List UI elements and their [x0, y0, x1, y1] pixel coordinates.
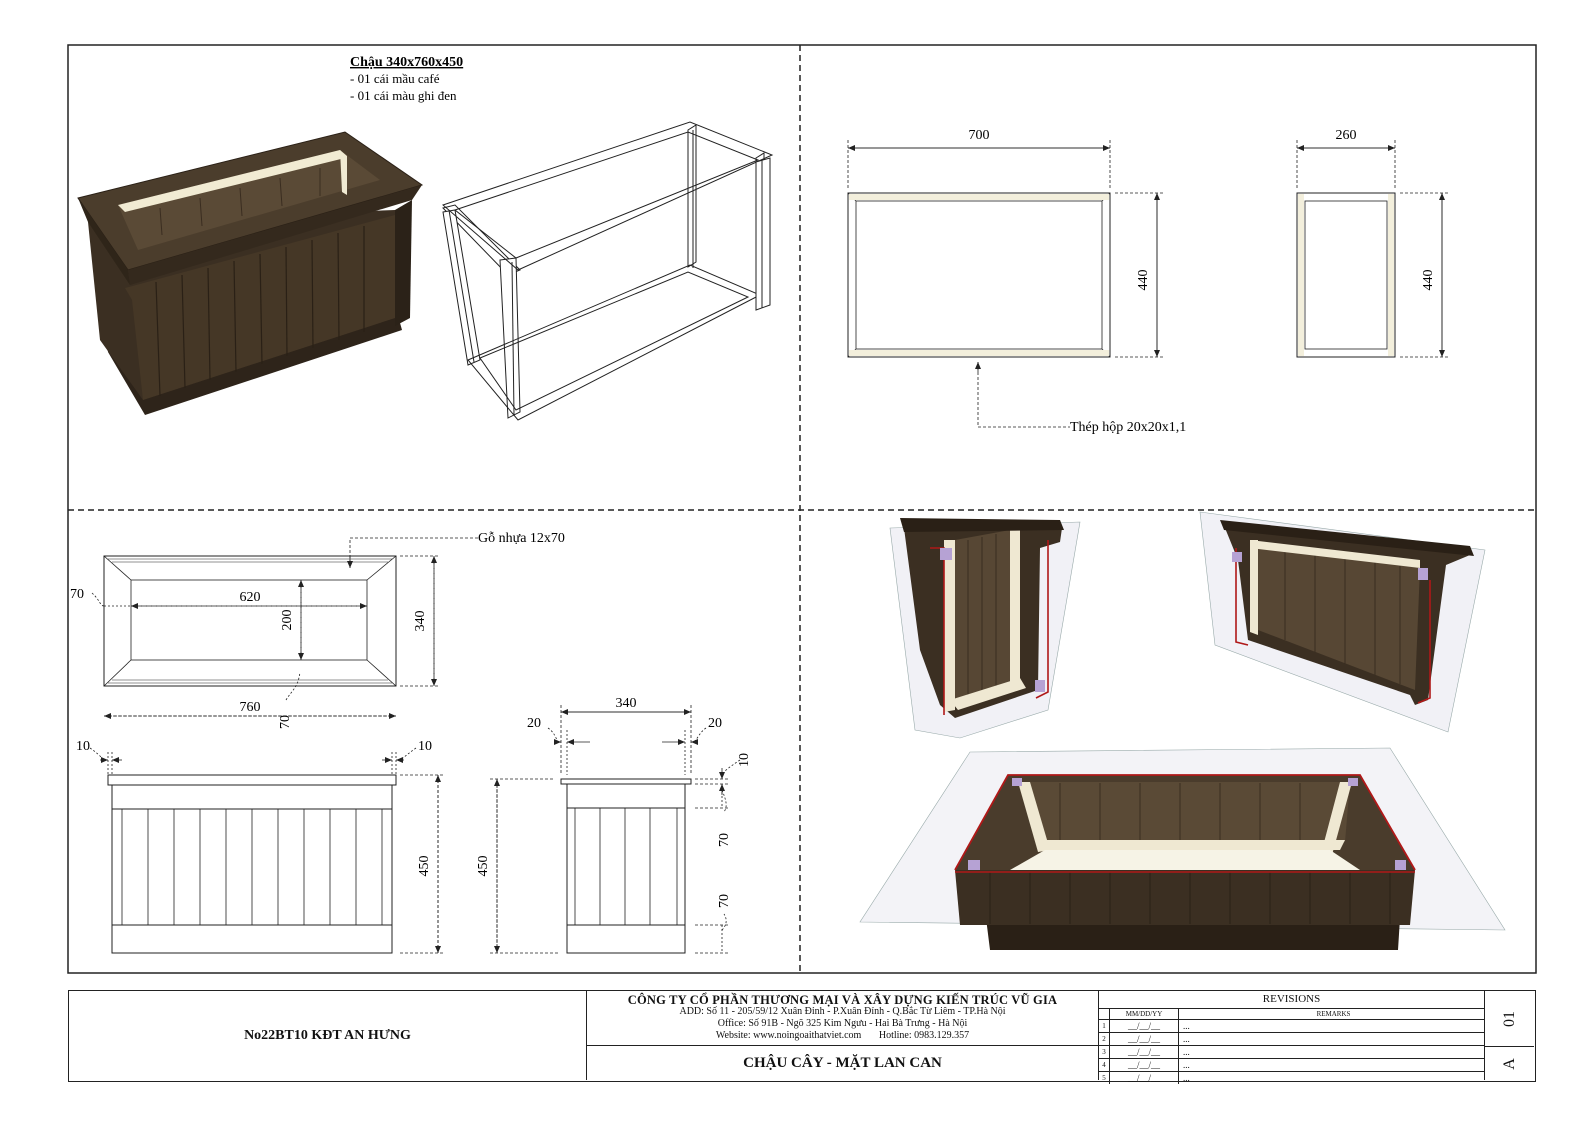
revision-remark: ... [1183, 1034, 1190, 1044]
frame-width-label: 700 [969, 128, 990, 143]
frame-depth-label: 260 [1336, 128, 1357, 143]
company-office: Office: Số 91B - Ngõ 325 Kim Ngưu - Hai … [717, 1018, 968, 1029]
revision-no: 1 [1099, 1020, 1110, 1032]
company-contact: Website: www.noingoaithatviet.com Hotlin… [587, 1030, 1098, 1042]
frame-side-height-label: 440 [1421, 270, 1436, 291]
revision-date: __/__/__ [1110, 1033, 1179, 1045]
revision-remark: ... [1183, 1021, 1190, 1031]
steel-frame-3d-render [442, 121, 774, 421]
planter-spec-title: Chậu 340x760x450 [350, 55, 463, 70]
revision-remark: ... [1183, 1047, 1190, 1057]
wood-plastic-callout: Gỗ nhựa 12x70 [478, 531, 565, 546]
revision-remark: ... [1183, 1073, 1190, 1083]
revision-date: __/__/__ [1110, 1020, 1179, 1032]
revisions-header: REVISIONS [1099, 991, 1484, 1009]
plan-inner-length-label: 620 [240, 590, 261, 605]
side-slat-bottom-label: 70 [717, 894, 732, 908]
revision-row: 2 __/__/__ ... [1099, 1033, 1484, 1046]
frame-side-elevation: 260 440 [1296, 128, 1448, 358]
planter-note: Chậu 340x760x450 - 01 cái mầu café - 01 … [350, 55, 463, 103]
revision-no: 4 [1099, 1059, 1110, 1071]
planter-side-elevation: 340 20 20 450 10 70 70 [476, 696, 752, 954]
revision-row: 5 __/__/__ ... [1099, 1072, 1484, 1084]
title-block: No22BT10 KĐT AN HƯNG CÔNG TY CỔ PHẦN THƯ… [68, 990, 1536, 1084]
revision-date: __/__/__ [1110, 1046, 1179, 1058]
plan-outer-length-label: 760 [240, 700, 261, 715]
plan-rim-bottom-label: 70 [278, 715, 293, 729]
revision-no: 3 [1099, 1046, 1110, 1058]
revision-remark: ... [1183, 1060, 1190, 1070]
revision-date: __/__/__ [1110, 1072, 1179, 1084]
revision-letter: A [1500, 1058, 1518, 1070]
frame-front-height-label: 440 [1136, 270, 1151, 291]
side-height-label: 450 [476, 856, 491, 877]
revision-row: 1 __/__/__ ... [1099, 1020, 1484, 1033]
revision-row: 4 __/__/__ ... [1099, 1059, 1484, 1072]
section-render-corner-left [889, 518, 1081, 739]
planter-3d-render [77, 131, 424, 415]
plan-rim-left-label: 70 [70, 587, 84, 602]
side-slat-top-label: 70 [717, 833, 732, 847]
front-rim-right-label: 10 [418, 739, 432, 754]
sheet-number: 01 [1500, 1010, 1518, 1027]
planter-spec-line-1: - 01 cái mầu café [350, 71, 440, 86]
section-render-full-box [859, 747, 1506, 950]
side-width-label: 340 [616, 696, 637, 711]
sheet-border [67, 44, 1537, 974]
date-column-header: MM/DD/YY [1110, 1009, 1179, 1019]
company-name: CÔNG TY CỔ PHẦN THƯƠNG MẠI VÀ XÂY DỰNG K… [627, 993, 1058, 1007]
side-rim-left-label: 20 [527, 716, 541, 731]
company-hotline: Hotline: 0983.129.357 [878, 1030, 970, 1041]
section-render-corner-right [1199, 511, 1486, 733]
company-website: Website: www.noingoaithatviet.com [715, 1030, 862, 1041]
drawing-title: CHẬU CÂY - MẶT LAN CAN [587, 1046, 1099, 1080]
planter-front-elevation: 10 10 450 [76, 739, 445, 954]
plan-outer-width-label: 340 [413, 611, 428, 632]
project-name: No22BT10 KĐT AN HƯNG [69, 991, 587, 1080]
remarks-column-header: REMARKS [1316, 1010, 1351, 1018]
revision-no: 5 [1099, 1072, 1110, 1084]
revision-row: 3 __/__/__ ... [1099, 1046, 1484, 1059]
revision-no: 2 [1099, 1033, 1110, 1045]
company-info: CÔNG TY CỔ PHẦN THƯƠNG MẠI VÀ XÂY DỰNG K… [587, 991, 1099, 1046]
sheet-number-cell: 01 A [1485, 991, 1534, 1080]
front-rim-left-label: 10 [76, 739, 90, 754]
front-height-label: 450 [417, 856, 432, 877]
side-top-band-label: 10 [737, 753, 752, 767]
planter-plan-view: Gỗ nhựa 12x70 620 70 200 340 760 70 [70, 531, 565, 729]
company-address: ADD: Số 11 - 205/59/12 Xuân Đỉnh - P.Xuâ… [679, 1006, 1006, 1017]
planter-spec-line-2: - 01 cái màu ghi đen [350, 88, 457, 103]
frame-front-elevation: 700 440 Thép hộp 20x20x1,1 [847, 128, 1186, 435]
steel-tube-callout: Thép hộp 20x20x1,1 [1070, 420, 1186, 435]
revisions-columns: MM/DD/YY REMARKS [1099, 1009, 1484, 1020]
plan-inner-width-label: 200 [280, 610, 295, 631]
revisions-table: REVISIONS MM/DD/YY REMARKS 1 __/__/__ ..… [1099, 991, 1485, 1084]
revision-date: __/__/__ [1110, 1059, 1179, 1071]
side-rim-right-label: 20 [708, 716, 722, 731]
